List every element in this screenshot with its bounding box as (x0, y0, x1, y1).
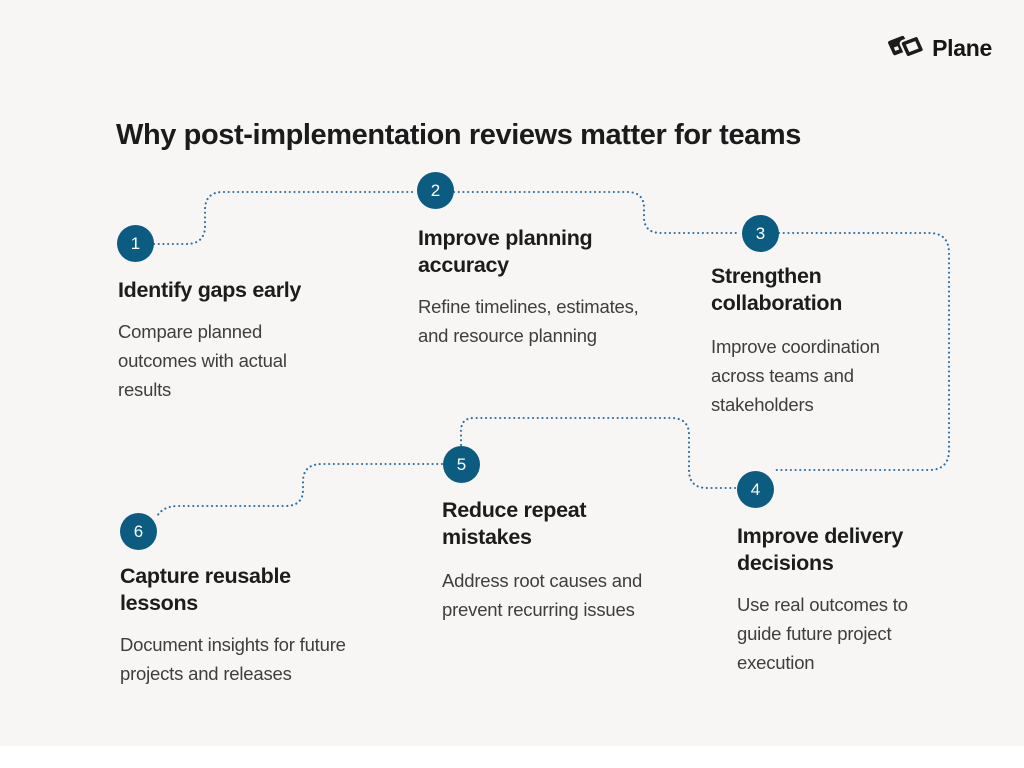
step-6-block: Capture reusable lessons Document insigh… (120, 563, 382, 688)
connector-1-2 (152, 190, 418, 246)
step-1-number: 1 (130, 233, 141, 253)
step-3-badge: 3 (742, 215, 779, 252)
step-5-number: 5 (456, 454, 467, 474)
plane-logo: Plane (885, 34, 992, 63)
step-3-number: 3 (755, 223, 766, 243)
bottom-margin-strip (0, 746, 1024, 768)
step-5-description: Address root causes and prevent recurrin… (442, 570, 643, 620)
step-4-heading: Improve delivery decisions (737, 524, 904, 575)
step-4-number: 4 (750, 479, 761, 499)
step-1-description: Compare planned outcomes with actual res… (118, 321, 287, 400)
step-1-block: Identify gaps early Compare planned outc… (118, 277, 338, 404)
step-2-number: 2 (430, 180, 441, 200)
step-2-heading: Improve planning accuracy (418, 226, 593, 277)
step-2-badge: 2 (417, 172, 454, 209)
step-3-description: Improve coordination across teams and st… (711, 336, 880, 415)
step-6-badge: 6 (120, 513, 157, 550)
connector-5-4 (459, 416, 738, 490)
infographic-canvas: Plane Why post-implementation reviews ma… (0, 0, 1024, 746)
connector-6-5 (154, 462, 444, 520)
step-3-heading: Strengthen collaboration (711, 264, 843, 315)
step-1-badge: 1 (117, 225, 154, 262)
plane-logo-icon (885, 34, 925, 63)
step-2-block: Improve planning accuracy Refine timelin… (418, 225, 670, 350)
step-1-heading: Identify gaps early (118, 278, 302, 302)
step-6-heading: Capture reusable lessons (120, 564, 291, 615)
page-title: Why post-implementation reviews matter f… (116, 119, 802, 152)
step-6-number: 6 (133, 521, 144, 541)
step-5-block: Reduce repeat mistakes Address root caus… (442, 497, 670, 624)
step-5-heading: Reduce repeat mistakes (442, 498, 587, 549)
step-4-description: Use real outcomes to guide future projec… (737, 594, 908, 673)
plane-logo-text: Plane (932, 35, 992, 61)
step-4-badge: 4 (737, 471, 774, 508)
step-3-block: Strengthen collaboration Improve coordin… (711, 263, 916, 419)
connector-3-4 (771, 231, 951, 472)
step-6-description: Document insights for future projects an… (120, 634, 346, 684)
step-2-description: Refine timelines, estimates, and resourc… (418, 296, 639, 346)
step-5-badge: 5 (443, 446, 480, 483)
step-4-block: Improve delivery decisions Use real outc… (737, 523, 937, 677)
